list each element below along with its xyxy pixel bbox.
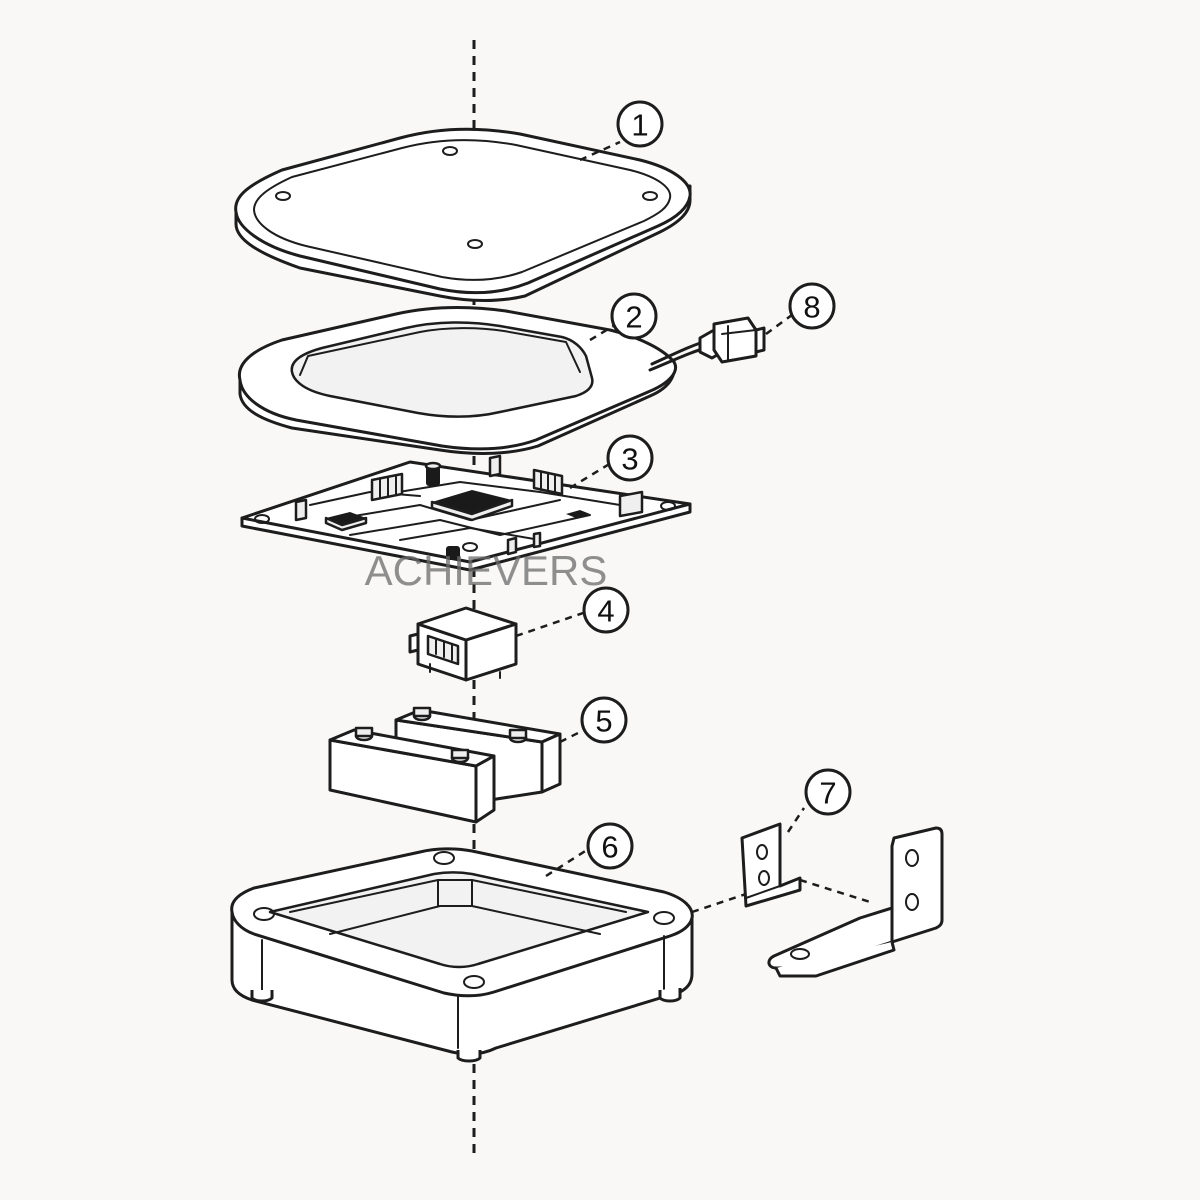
callout-1-label: 1 [631,108,648,143]
callout-7-label: 7 [819,776,836,811]
callout-8-label: 8 [803,290,820,325]
part-2-gasket-frame [237,306,714,455]
callout-4-label: 4 [597,594,614,629]
part-8-connector [698,316,766,364]
callout-7: 7 [804,768,852,816]
part-4-socket-module [408,606,587,682]
callout-4: 4 [582,586,630,634]
part-5-battery-cells [328,706,585,824]
callout-3-label: 3 [621,442,638,477]
callout-5: 5 [580,696,628,744]
callout-2: 2 [610,292,658,340]
callout-8: 8 [788,282,836,330]
callout-1: 1 [616,100,664,148]
callout-3: 3 [606,434,654,482]
part-1-top-cover [234,127,692,302]
callout-6-label: 6 [601,830,618,865]
part-7-mounting-brackets [740,807,944,978]
callout-2-label: 2 [625,300,642,335]
part-3-circuit-board [240,454,692,572]
callout-5-label: 5 [595,704,612,739]
watermark-text: ACHIEVERS [365,547,608,594]
callout-6: 6 [586,822,634,870]
part-6-base-enclosure [230,847,747,1063]
